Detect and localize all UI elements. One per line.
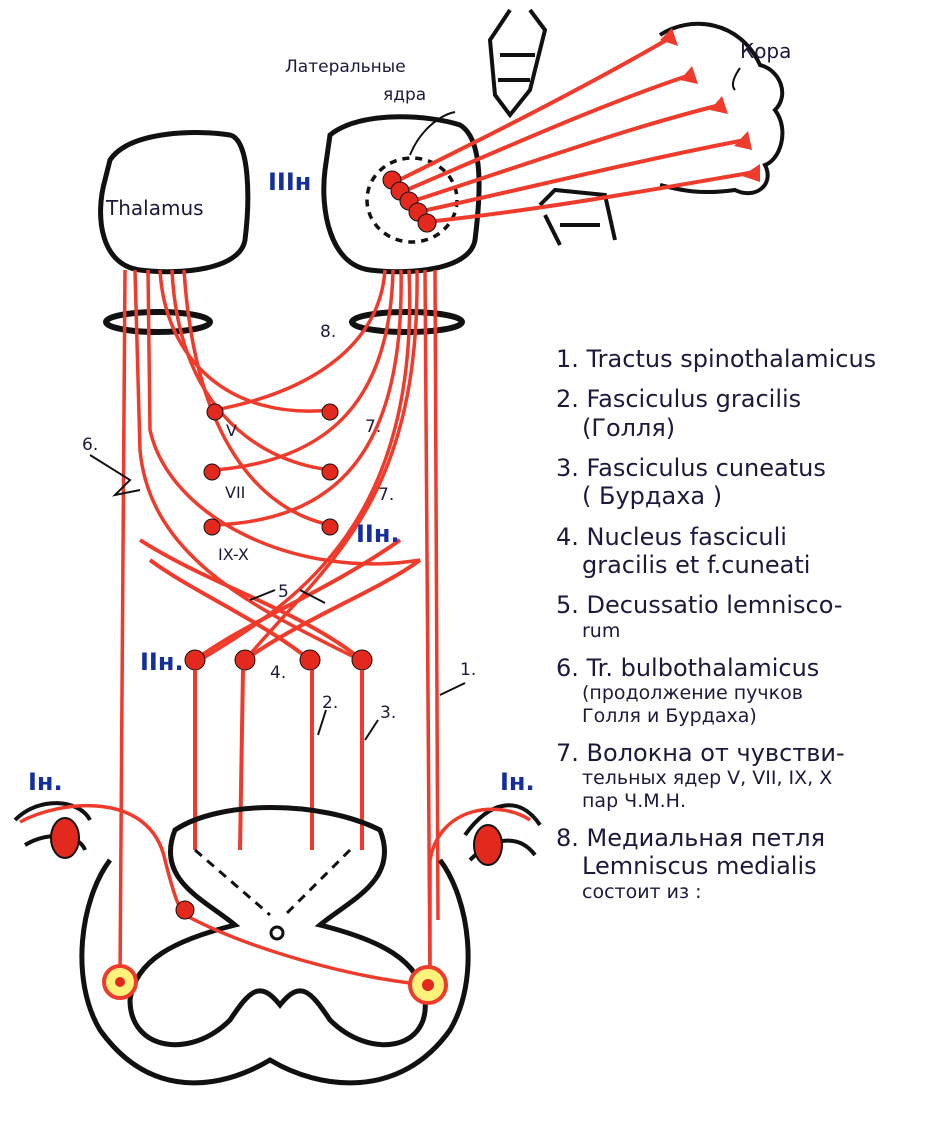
legend-number: 4. xyxy=(556,523,579,551)
legend-item-8: 8. Медиальная петля Lemniscus medialis с… xyxy=(556,824,948,903)
legend-line: Nucleus fasciculi xyxy=(587,523,787,551)
spinal-ganglia xyxy=(15,803,540,865)
legend-item-5: 5. Decussatio lemnisco- rum xyxy=(556,591,948,642)
third-neuron-label: IIIн xyxy=(268,168,311,196)
legend-line: Fasciculus gracilis xyxy=(587,385,802,413)
legend-item-6: 6. Tr. bulbothalamicus (продолжение пучк… xyxy=(556,654,948,727)
lateral-nuclei-label-2: ядра xyxy=(383,85,426,105)
lemniscus-ring-left xyxy=(106,312,210,332)
legend-line: rum xyxy=(556,620,948,642)
legend-line: Голля и Бурдаха) xyxy=(556,705,948,727)
dorsal-root-fibers xyxy=(20,806,530,985)
legend-line: Decussatio lemnisco- xyxy=(587,591,843,619)
legend-number: 8. xyxy=(556,824,579,852)
legend-line: Tr. bulbothalamicus xyxy=(587,654,820,682)
legend-line: Медиальная петля xyxy=(587,824,826,852)
nerve-vii-label: VII xyxy=(225,483,245,502)
cranial-fibers-number-a: 7. xyxy=(365,417,381,437)
legend-number: 1. xyxy=(556,345,579,373)
second-neuron-label-b: IIн. xyxy=(140,648,184,676)
dorsal-septum-right xyxy=(285,850,350,915)
legend-item-7: 7. Волокна от чувстви- тельных ядер V, V… xyxy=(556,739,948,812)
thalamus-label: Thalamus xyxy=(105,196,204,220)
nucleus-number: 4. xyxy=(270,663,286,683)
legend-number: 2. xyxy=(556,385,579,413)
lateral-nuclei-label-1: Латеральные xyxy=(285,57,406,77)
legend-number: 7. xyxy=(556,739,579,767)
legend-line: Fasciculus cuneatus xyxy=(587,454,826,482)
spinothalamic-number: 1. xyxy=(460,660,476,680)
dorsal-horn-neuron xyxy=(176,901,194,919)
legend-item-4: 4. Nucleus fasciculi gracilis et f.cunea… xyxy=(556,523,948,580)
first-neuron-label-a: Iн. xyxy=(28,768,63,796)
cranial-fibers-number-b: 7. xyxy=(378,485,394,505)
gracilis-number: 2. xyxy=(322,693,338,713)
legend-item-3: 3. Fasciculus cuneatus ( Бурдаха ) xyxy=(556,454,948,511)
legend-item-2: 2. Fasciculus gracilis (Голля) xyxy=(556,385,948,442)
second-neuron-label-a: IIн. xyxy=(356,520,400,548)
nerve-ix-x-label: IX-X xyxy=(218,545,249,564)
bulbothalamic-number: 6. xyxy=(82,435,98,455)
legend-item-1: 1. Tractus spinothalamicus xyxy=(556,345,948,373)
legend-number: 3. xyxy=(556,454,579,482)
legend-number: 5. xyxy=(556,591,579,619)
cortex-label: Кора xyxy=(740,39,791,63)
cuneatus-number: 3. xyxy=(380,703,396,723)
lemniscus-number: 8. xyxy=(320,322,336,342)
legend-line: пар Ч.М.Н. xyxy=(556,790,948,812)
legend-line: Lemniscus medialis xyxy=(556,852,948,880)
legend-number: 6. xyxy=(556,654,579,682)
nerve-v-label: V xyxy=(226,421,237,440)
legend-line: gracilis et f.cuneati xyxy=(556,551,948,579)
legend-line: состоит из : xyxy=(556,881,948,903)
legend: 1. Tractus spinothalamicus 2. Fasciculus… xyxy=(556,345,948,915)
legend-line: (Голля) xyxy=(556,414,948,442)
legend-line: Tractus spinothalamicus xyxy=(587,345,877,373)
central-canal xyxy=(271,927,283,939)
decussation-number: 5 xyxy=(278,582,289,602)
first-neuron-label-b: Iн. xyxy=(500,768,535,796)
legend-line: Волокна от чувстви- xyxy=(587,739,845,767)
brainstem-upper-outline xyxy=(490,10,545,115)
legend-line: (продолжение пучков xyxy=(556,682,948,704)
legend-line: ( Бурдаха ) xyxy=(556,482,948,510)
legend-line: тельных ядер V, VII, IX, X xyxy=(556,767,948,789)
